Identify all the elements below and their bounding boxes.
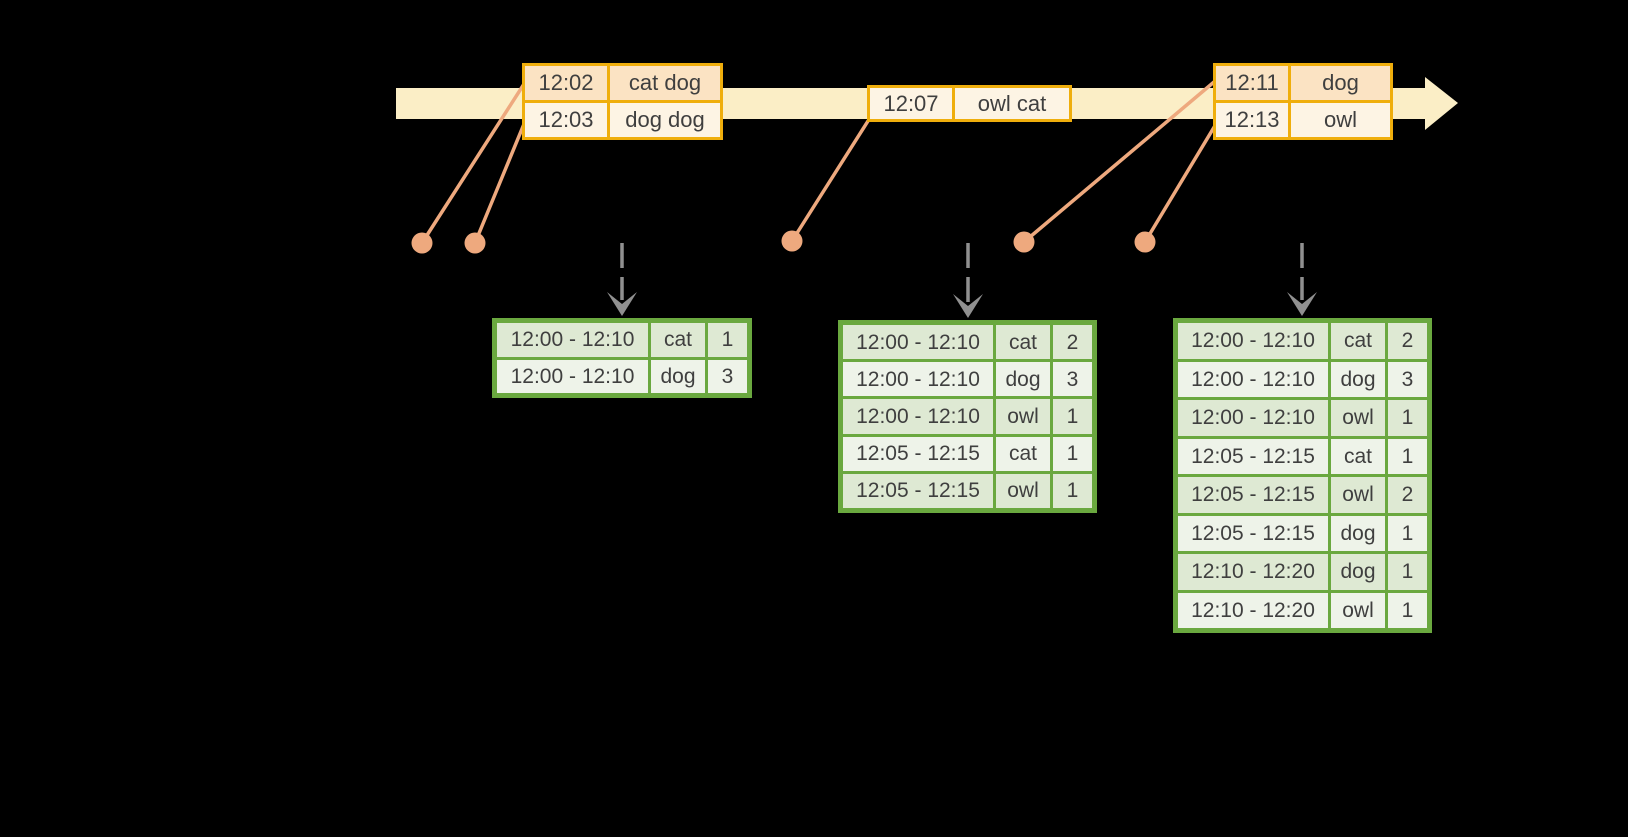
window-cell: 12:00 - 12:10 bbox=[1178, 400, 1328, 436]
window-cell: 12:05 - 12:15 bbox=[1178, 438, 1328, 474]
word-cell: dog bbox=[1331, 554, 1385, 590]
count-cell: 1 bbox=[1388, 592, 1427, 628]
event-connector-line bbox=[1143, 122, 1218, 244]
count-cell: 1 bbox=[1388, 515, 1427, 551]
event-dot-icon bbox=[781, 230, 803, 252]
window-cell: 12:05 - 12:15 bbox=[1178, 477, 1328, 513]
count-cell: 3 bbox=[1053, 362, 1092, 397]
event-dot-icon bbox=[1134, 231, 1156, 253]
count-cell: 3 bbox=[708, 359, 747, 393]
event-connector-line bbox=[420, 82, 526, 245]
window-cell: 12:05 - 12:15 bbox=[1178, 515, 1328, 551]
count-cell: 1 bbox=[1053, 399, 1092, 434]
window-cell: 12:00 - 12:10 bbox=[1178, 323, 1328, 359]
event-time-cell: 12:03 bbox=[525, 103, 607, 137]
event-connector-line bbox=[1022, 80, 1216, 244]
count-cell: 3 bbox=[1388, 361, 1427, 397]
event-time-cell: 12:13 bbox=[1216, 103, 1288, 137]
dashed-down-arrow-icon bbox=[1287, 292, 1317, 316]
window-cell: 12:00 - 12:10 bbox=[843, 325, 993, 360]
count-cell: 1 bbox=[708, 323, 747, 357]
event-time-cell: 12:07 bbox=[870, 88, 952, 119]
event-words-cell: cat dog bbox=[610, 66, 720, 100]
window-cell: 12:05 - 12:15 bbox=[843, 473, 993, 508]
event-words-cell: dog bbox=[1291, 66, 1390, 100]
window-cell: 12:10 - 12:20 bbox=[1178, 554, 1328, 590]
event-dot-icon bbox=[1013, 231, 1035, 253]
word-cell: owl bbox=[1331, 400, 1385, 436]
count-cell: 1 bbox=[1388, 554, 1427, 590]
dashed-down-arrow-icon bbox=[607, 292, 637, 316]
word-cell: dog bbox=[1331, 515, 1385, 551]
dashed-down-arrow-icon bbox=[953, 294, 983, 318]
word-cell: cat bbox=[651, 323, 705, 357]
event-connector-line bbox=[473, 122, 526, 245]
word-cell: cat bbox=[1331, 323, 1385, 359]
word-cell: owl bbox=[996, 473, 1050, 508]
event-words-cell: dog dog bbox=[610, 103, 720, 137]
window-cell: 12:00 - 12:10 bbox=[497, 323, 648, 357]
word-cell: cat bbox=[1331, 438, 1385, 474]
event-connector-line bbox=[790, 119, 870, 243]
event-time-cell: 12:02 bbox=[525, 66, 607, 100]
count-cell: 2 bbox=[1053, 325, 1092, 360]
word-cell: cat bbox=[996, 325, 1050, 360]
window-cell: 12:00 - 12:10 bbox=[843, 399, 993, 434]
right-arrowhead-icon bbox=[1425, 77, 1458, 130]
event-words-cell: owl cat bbox=[955, 88, 1069, 119]
window-cell: 12:00 - 12:10 bbox=[497, 359, 648, 393]
count-cell: 1 bbox=[1053, 436, 1092, 471]
window-cell: 12:00 - 12:10 bbox=[843, 362, 993, 397]
word-cell: dog bbox=[651, 359, 705, 393]
event-dot-icon bbox=[464, 232, 486, 254]
word-cell: owl bbox=[1331, 592, 1385, 628]
count-cell: 1 bbox=[1388, 400, 1427, 436]
word-cell: owl bbox=[1331, 477, 1385, 513]
word-cell: cat bbox=[996, 436, 1050, 471]
count-cell: 1 bbox=[1388, 438, 1427, 474]
window-cell: 12:05 - 12:15 bbox=[843, 436, 993, 471]
event-dot-icon bbox=[411, 232, 433, 254]
count-cell: 2 bbox=[1388, 323, 1427, 359]
word-cell: dog bbox=[1331, 361, 1385, 397]
event-words-cell: owl bbox=[1291, 103, 1390, 137]
count-cell: 1 bbox=[1053, 473, 1092, 508]
word-cell: owl bbox=[996, 399, 1050, 434]
window-cell: 12:00 - 12:10 bbox=[1178, 361, 1328, 397]
count-cell: 2 bbox=[1388, 477, 1427, 513]
word-cell: dog bbox=[996, 362, 1050, 397]
window-cell: 12:10 - 12:20 bbox=[1178, 592, 1328, 628]
event-time-cell: 12:11 bbox=[1216, 66, 1288, 100]
